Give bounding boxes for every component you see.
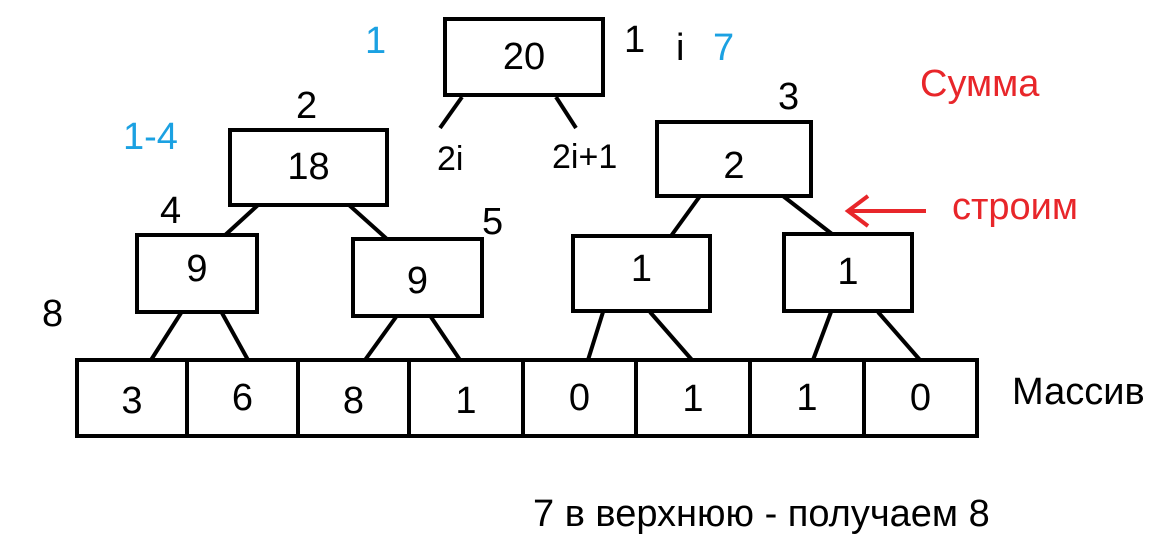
note-bottom: 7 в верхнюю - получаем 8 xyxy=(533,493,990,535)
array-cell-crossed: 0 xyxy=(862,358,979,438)
index-right: 3 xyxy=(778,76,800,118)
index-left: 2 xyxy=(296,85,318,127)
edge-1b-left xyxy=(811,311,833,361)
tree-node-root: 20 xyxy=(443,17,605,97)
note-sum: Сумма xyxy=(920,63,1040,105)
array-cell: 8 xyxy=(296,358,411,438)
edge-1b-right xyxy=(876,310,922,362)
edge-18-right xyxy=(347,203,390,242)
array-cell: 1 xyxy=(407,358,525,438)
note-build: строим xyxy=(952,186,1079,228)
array-cell: 1 xyxy=(748,358,866,438)
edge-9b-left xyxy=(363,315,398,362)
index-4: 4 xyxy=(160,190,182,232)
note-i: i xyxy=(676,27,685,69)
tree-node-level3-3: 1 xyxy=(571,234,712,313)
array-cell: 0 xyxy=(521,358,638,438)
edge-18-left xyxy=(221,203,260,239)
note-right-child: 2i+1 xyxy=(552,138,618,176)
tree-node-level2-right: 2 xyxy=(655,120,813,198)
edge-2-left xyxy=(669,194,702,238)
edge-root-right xyxy=(554,95,578,130)
edge-9a-left xyxy=(149,311,183,362)
index-5: 5 xyxy=(482,201,504,243)
note-blue-seven: 7 xyxy=(713,27,735,69)
note-range: 1-4 xyxy=(123,116,178,158)
note-blue-one: 1 xyxy=(365,20,387,62)
array-cell: 1 xyxy=(634,358,752,438)
note-left-child: 2i xyxy=(437,140,464,178)
tree-node-level2-left: 18 xyxy=(228,128,389,207)
index-8: 8 xyxy=(42,293,64,335)
array-row: 3 6 8 1 0 1 1 0 xyxy=(75,358,979,438)
tree-node-level3-4: 1 xyxy=(782,232,914,313)
red-arrow-icon xyxy=(844,194,926,228)
array-cell: 3 xyxy=(75,358,189,438)
array-cell: 6 xyxy=(185,358,300,438)
tree-node-level3-2: 9 xyxy=(351,237,484,318)
index-root: 1 xyxy=(624,19,646,61)
edge-1a-right xyxy=(648,310,694,362)
array-label: Массив xyxy=(1012,371,1145,413)
tree-node-level3-1: 9 xyxy=(135,233,259,314)
edge-9b-right xyxy=(429,315,462,362)
edge-2-right xyxy=(781,194,834,236)
edge-root-left xyxy=(438,95,464,130)
edge-1a-left xyxy=(586,311,605,361)
edge-9a-right xyxy=(220,312,250,361)
